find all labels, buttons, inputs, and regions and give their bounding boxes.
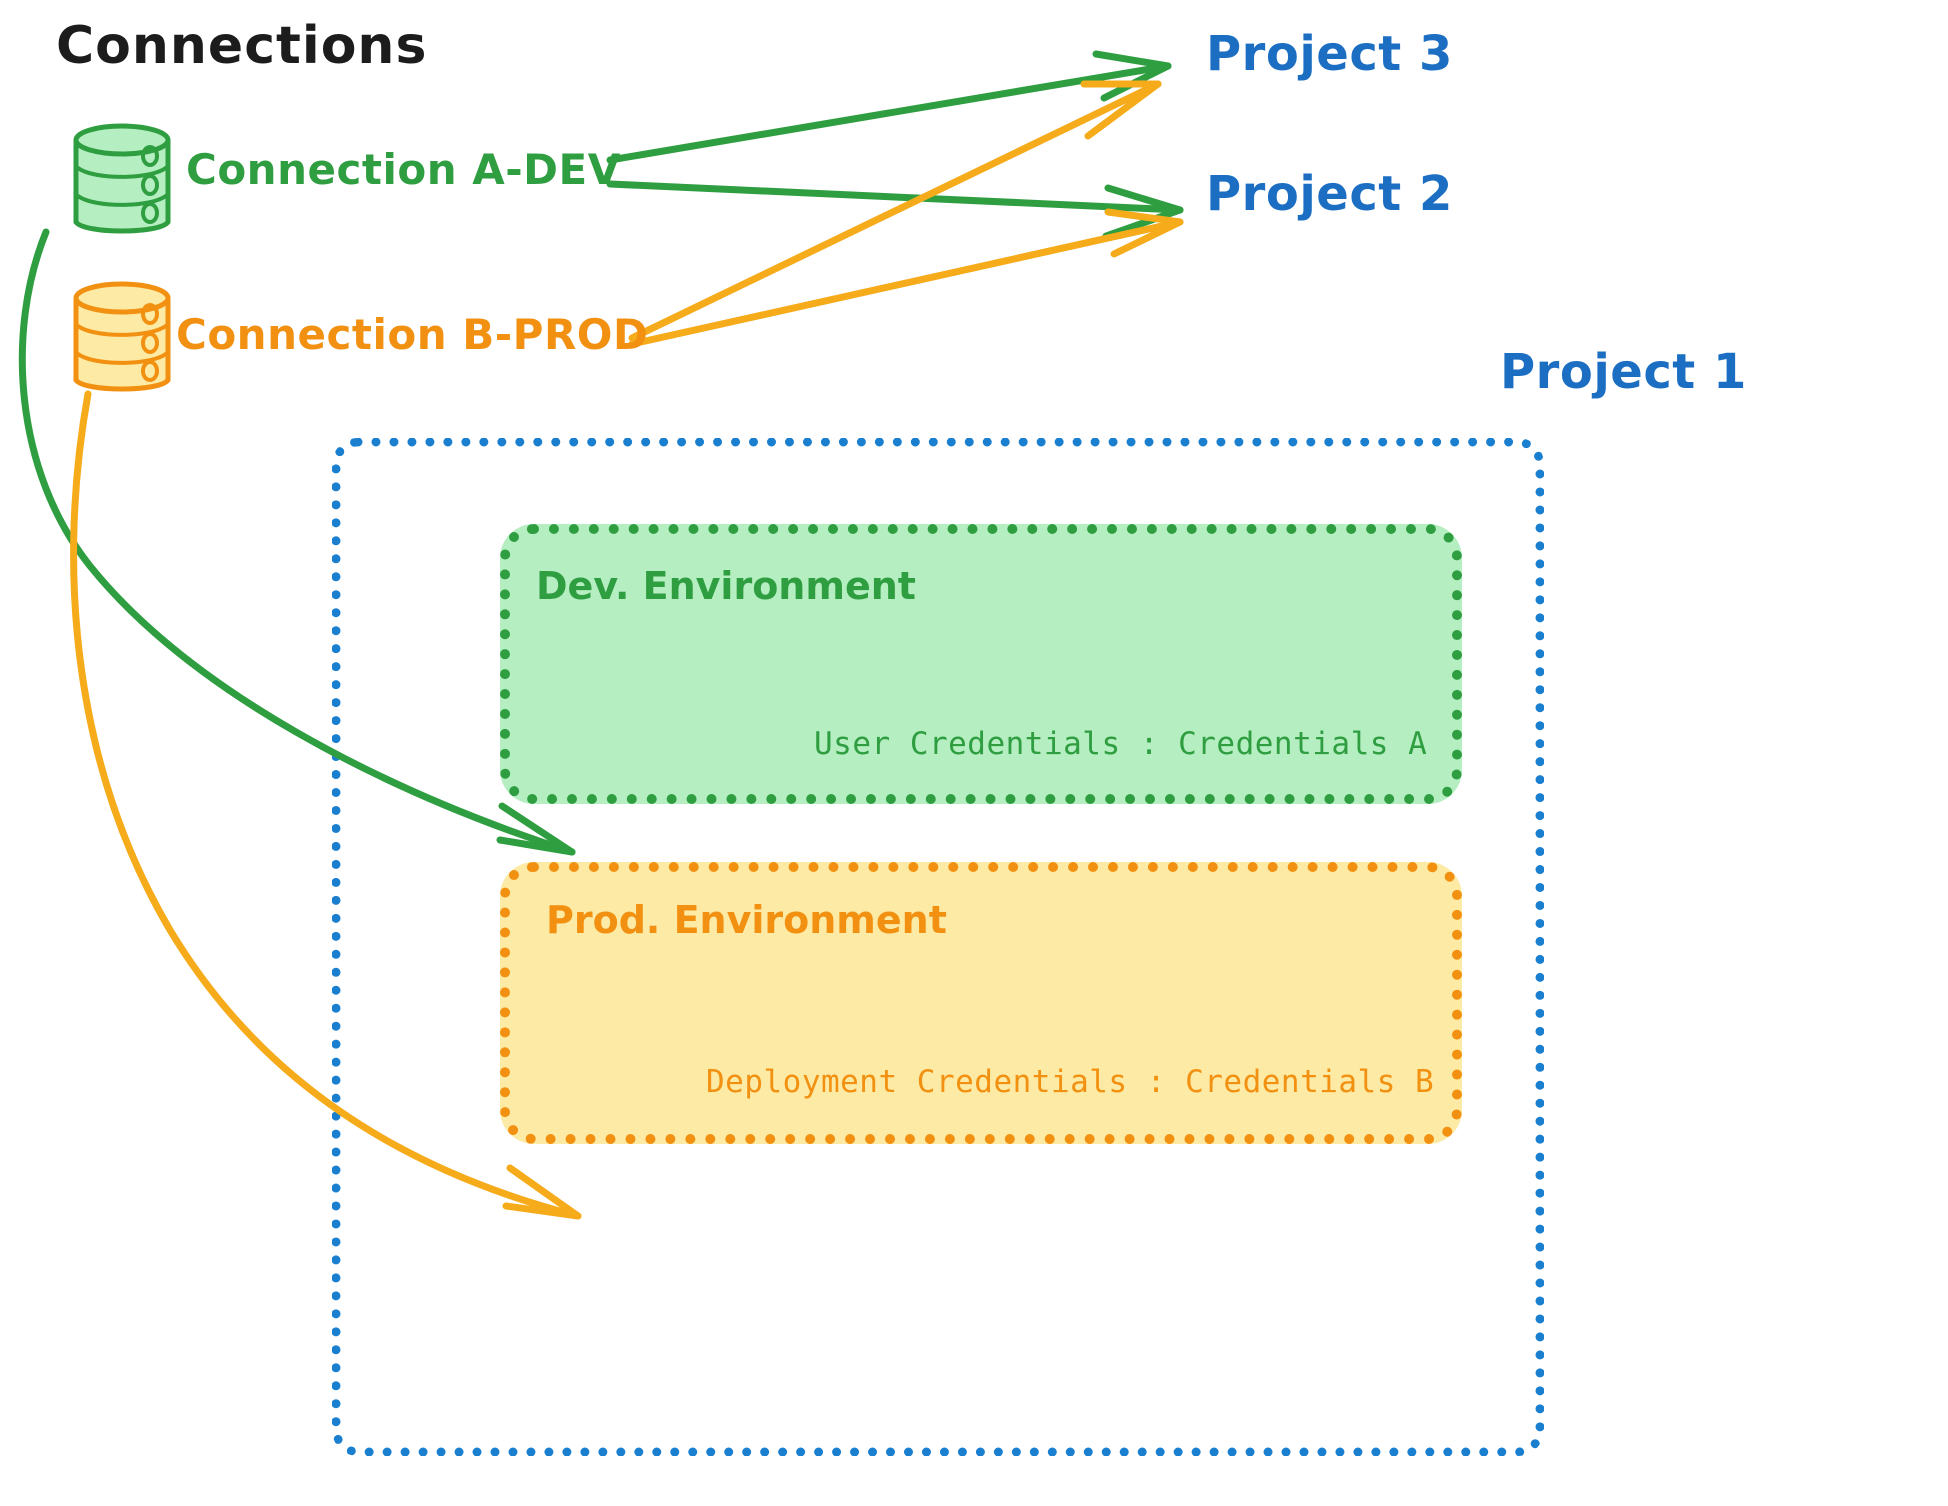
dev-environment-credentials: User Credentials : Credentials A [814,726,1428,762]
dev-environment-box[interactable] [500,524,1462,804]
project-3-label[interactable]: Project 3 [1206,26,1453,82]
prod-environment-box[interactable] [500,862,1462,1144]
connection-b-prod-label[interactable]: Connection B-PROD [176,310,649,359]
prod-environment-title: Prod. Environment [546,898,947,942]
project-1-label[interactable]: Project 1 [1500,344,1747,400]
page-title: Connections [56,16,428,76]
database-cylinder-icon[interactable] [73,123,171,234]
dev-environment-title: Dev. Environment [536,564,916,608]
connection-a-dev-label[interactable]: Connection A-DEV [186,145,621,194]
prod-environment-credentials: Deployment Credentials : Credentials B [706,1064,1435,1100]
database-cylinder-icon[interactable] [73,281,171,392]
project-2-label[interactable]: Project 2 [1206,166,1453,222]
